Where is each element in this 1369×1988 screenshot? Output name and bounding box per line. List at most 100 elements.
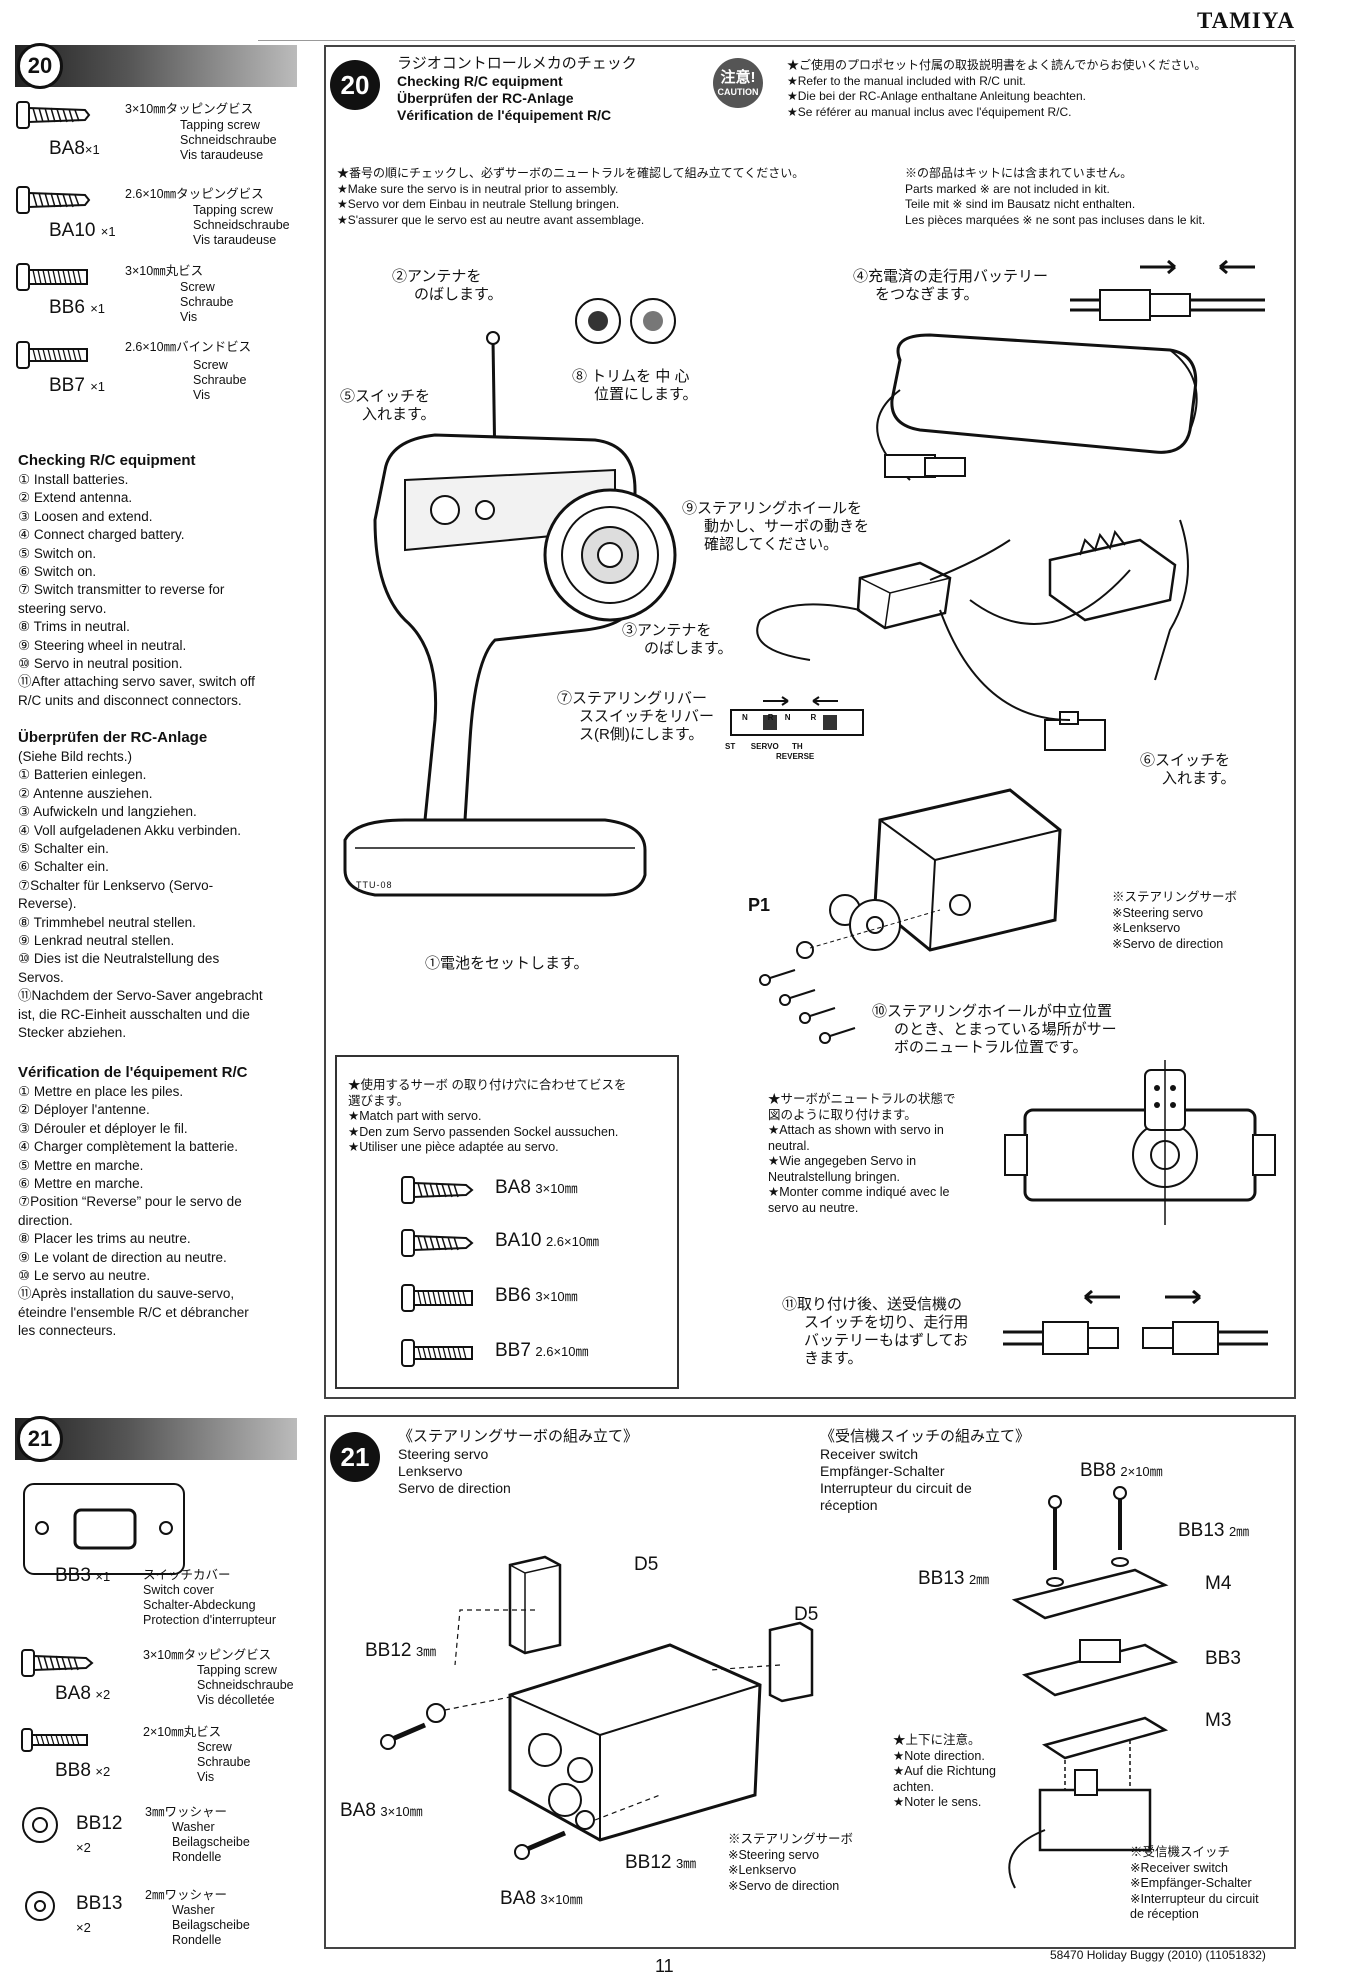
servo-note-line: ※ステアリングサーボ (728, 1832, 854, 1846)
label-code: BB12 (365, 1640, 412, 1661)
de-item: ⑦Schalter für Lenkservo (Servo- (18, 877, 214, 893)
part-code: BA10 (49, 220, 96, 241)
label-code: BB13 (1178, 1520, 1225, 1541)
label-servo: SERVO (750, 742, 779, 751)
label-m4: M4 (1205, 1573, 1232, 1594)
de-instructions: Überprüfen der RC-Anlage (Siehe Bild rec… (18, 729, 308, 1043)
part-qty: ×2 (76, 1840, 91, 1855)
kit-note: ※の部品はキットには含まれていません。 Parts marked ※ are n… (905, 166, 1205, 228)
callout-line: ボのニュートラル位置です。 (894, 1039, 1088, 1056)
en-item: ⑨ Steering wheel in neutral. (18, 637, 187, 653)
footer-code: 58470 Holiday Buggy (2010) (11051832) (1050, 1948, 1266, 1962)
title-ja: ラジオコントロールメカのチェック (397, 55, 637, 72)
title-fr: Interrupteur du circuit de (820, 1480, 972, 1496)
label-ba8-a: BA8 3×10㎜ (340, 1800, 423, 1822)
switch-illustration (1044, 711, 1106, 751)
title-ja: 《受信機スイッチの組み立て》 (820, 1428, 1031, 1445)
caution-ja: 注意! (720, 69, 756, 86)
servo-note-line: ※Steering servo (728, 1847, 820, 1862)
disconnected-connector-icon (1003, 1321, 1268, 1355)
en-instructions: Checking R/C equipment ① Install batteri… (18, 452, 308, 710)
page-number: 11 (655, 1956, 674, 1976)
caution-line: ★Se référer au manual inclus avec l'équi… (787, 104, 1072, 119)
option-code: BB7 (495, 1340, 531, 1361)
part-name-de: Beilagscheibe (172, 1918, 250, 1932)
label-bb3: BB3 (1205, 1648, 1241, 1669)
label-size: 3×10㎜ (540, 1892, 583, 1907)
switch-note-line: ※Interrupteur du circuit (1130, 1891, 1259, 1906)
part-name-fr: Protection d'interrupteur (143, 1613, 277, 1627)
kit-line: ※の部品はキットには含まれていません。 (905, 166, 1133, 180)
label-ba8-b: BA8 3×10㎜ (500, 1888, 583, 1910)
label-code: BA8 (500, 1888, 536, 1909)
kit-line: Parts marked ※ are not included in kit. (905, 181, 1110, 196)
label-size: 3㎜ (415, 1644, 437, 1659)
disconnect-arrows-icon (1084, 1289, 1201, 1305)
wiring-lines (929, 519, 1189, 721)
part-name-en: Tapping screw (197, 1663, 277, 1677)
fr-title: Vérification de l'équipement R/C (18, 1064, 248, 1081)
fr-item: ⑧ Placer les trims au neutre. (18, 1231, 191, 1247)
switch-note-line: ※Receiver switch (1130, 1860, 1228, 1875)
de-item: ① Batterien einlegen. (18, 767, 147, 783)
direction-line: achten. (893, 1779, 935, 1794)
callout-line: ススイッチをリバー (579, 708, 715, 725)
label-m3: M3 (1205, 1710, 1232, 1731)
callout-9: ⑨ステアリングホイールを動かし、サーボの動きを確認してください。 (682, 500, 869, 554)
match-line: ★Utiliser une pièce adaptée au servo. (348, 1140, 559, 1154)
callout-line: ④充電済の走行用バッテリー (853, 268, 1049, 285)
label-bb13-a: BB13 2㎜ (1178, 1520, 1249, 1542)
callout-2: ②アンテナをのばします。 (392, 268, 503, 304)
direction-line: ★Noter le sens. (893, 1795, 982, 1809)
option-size: 3×10㎜ (535, 1181, 578, 1196)
part-name-fr: Vis (180, 310, 198, 324)
fr-instructions: Vérification de l'équipement R/C ① Mettr… (18, 1064, 308, 1341)
part-name-en: Tapping screw (193, 203, 273, 217)
part-code: BB12 (76, 1813, 123, 1834)
part-name-de: Schraube (180, 295, 234, 309)
callout-line: 動かし、サーボの動きを (704, 518, 870, 535)
part-qty: ×1 (84, 142, 100, 157)
option-size: 3×10㎜ (535, 1289, 578, 1304)
fr-item: éteindre l'ensemble R/C et débrancher (18, 1304, 249, 1320)
attach-line: ★Attach as shown with servo in (768, 1123, 944, 1137)
note-line: ★Make sure the servo is in neutral prior… (337, 181, 619, 196)
de-item: ⑥ Schalter ein. (18, 859, 109, 875)
de-item: ⑧ Trimmhebel neutral stellen. (18, 914, 196, 930)
washer-icon (22, 1807, 58, 1843)
callout-line: をつなぎます。 (875, 286, 979, 303)
en-item: ⑪After attaching servo saver, switch off (18, 674, 255, 690)
fr-item: ③ Dérouler et déployer le fil. (18, 1120, 188, 1136)
caution-line: ★Die bei der RC-Anlage enthaltane Anleit… (787, 89, 1086, 103)
callout-8: ⑧ トリムを 中 心位置にします。 (572, 368, 698, 404)
screw-options-box (335, 1055, 679, 1389)
step20-main-box (324, 45, 1296, 1399)
bind-screw-icon (16, 341, 88, 369)
part-qty: ×2 (76, 1920, 91, 1935)
title-en: Steering servo (398, 1446, 489, 1462)
callout-line: ⑤スイッチを (340, 388, 431, 405)
servo-label-line: ※Steering servo (1112, 905, 1204, 920)
fr-item: ⑤ Mettre en marche. (18, 1157, 144, 1173)
callout-line: ⑧ トリムを 中 心 (572, 368, 690, 385)
de-item: Reverse). (18, 896, 77, 912)
callout-line: ⑨ステアリングホイールを (682, 500, 863, 517)
esc-illustration (1048, 529, 1177, 622)
attach-line: ★サーボがニュートラルの状態で (768, 1092, 956, 1106)
note-line: ★番号の順にチェックし、必ずサーボのニュートラルを確認して組み立ててください。 (337, 166, 805, 180)
callout-line: 入れます。 (1162, 770, 1236, 787)
part-name-de: Schneidschraube (180, 133, 277, 147)
part-code: BA8 (55, 1683, 91, 1704)
label-th: TH (792, 742, 803, 751)
fr-item: ④ Charger complètement la batterie. (18, 1139, 238, 1155)
part-qty: ×1 (100, 224, 116, 239)
title-de: Lenkservo (398, 1463, 463, 1479)
en-item: R/C units and disconnect connectors. (18, 692, 242, 708)
step20-title: ラジオコントロールメカのチェック Checking R/C equipment … (397, 55, 637, 124)
part-name-en: Tapping screw (180, 118, 260, 132)
fr-item: ⑨ Le volant de direction au neutre. (18, 1249, 227, 1265)
part-bb3-code: BB3 ×1 (55, 1565, 110, 1587)
part-name-fr: Vis taraudeuse (193, 233, 277, 247)
part-name-de: Schneidschraube (197, 1678, 294, 1692)
part-qty: ×1 (95, 1569, 111, 1584)
